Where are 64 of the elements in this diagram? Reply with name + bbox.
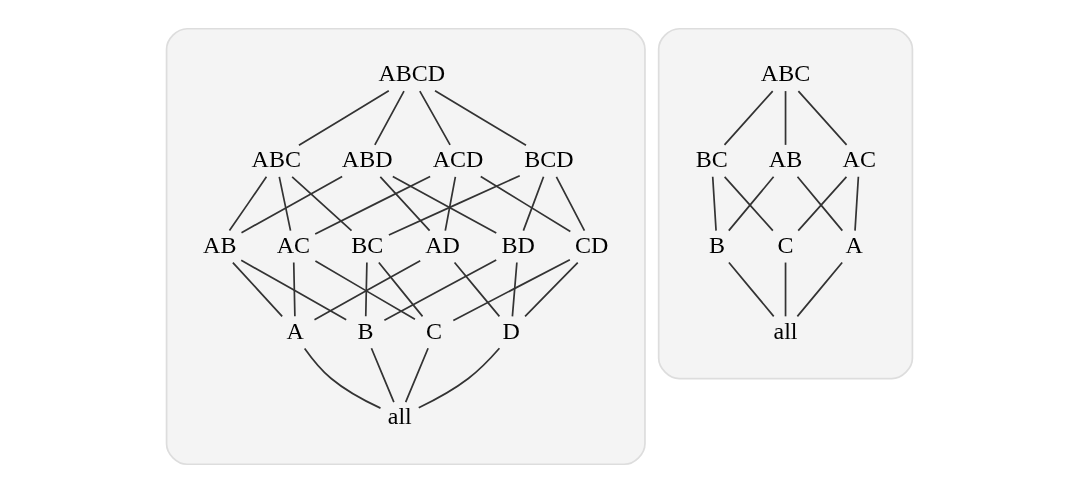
node-text: AD — [424, 231, 460, 258]
node-text: BCD — [523, 146, 574, 173]
node-text: AB — [202, 231, 236, 258]
connector — [290, 175, 352, 232]
node-text: A — [844, 231, 863, 258]
connector — [723, 90, 774, 146]
node-text: B — [356, 317, 373, 344]
connector — [511, 261, 518, 318]
connector — [479, 175, 571, 233]
connector — [377, 261, 423, 318]
connector — [231, 261, 283, 318]
connector — [784, 261, 786, 318]
connector — [391, 175, 497, 234]
connector — [373, 90, 405, 146]
node-text: D — [502, 317, 520, 344]
connector — [453, 261, 500, 318]
connector — [727, 261, 775, 318]
connector — [555, 175, 585, 232]
connector — [292, 261, 296, 318]
connector — [303, 347, 381, 409]
cluster — [657, 27, 913, 380]
connector — [418, 90, 451, 146]
node-text: C — [425, 317, 442, 344]
node-text: B — [708, 231, 725, 258]
connector — [228, 175, 267, 232]
connector — [711, 175, 717, 232]
connector — [853, 175, 859, 232]
connector — [370, 347, 395, 403]
node-text: AC — [276, 231, 310, 258]
node-text: BC — [695, 146, 728, 173]
connector — [433, 89, 527, 147]
node-text: ABD — [341, 146, 393, 173]
connector — [387, 174, 521, 236]
connector — [797, 90, 847, 146]
node-text: all — [773, 317, 798, 344]
node-text: ABC — [760, 60, 810, 87]
node-text: A — [286, 317, 304, 344]
node-text: CD — [574, 231, 608, 258]
connector — [297, 89, 390, 147]
node-text: all — [387, 403, 412, 430]
node-text: ABC — [251, 146, 301, 173]
node-text: BC — [350, 231, 383, 258]
connector — [240, 175, 343, 234]
node-text: ACD — [432, 146, 483, 173]
node-text: BD — [500, 231, 535, 258]
connector — [378, 175, 430, 232]
node-text: AC — [842, 146, 876, 173]
node-text: C — [777, 231, 794, 258]
connector — [522, 175, 544, 232]
connector — [796, 261, 843, 318]
connector — [364, 261, 368, 318]
connector — [443, 175, 456, 232]
connector — [784, 90, 786, 146]
connector — [417, 347, 500, 409]
connector — [404, 347, 429, 403]
connector — [451, 258, 571, 322]
connector — [383, 259, 497, 322]
connector — [277, 175, 291, 232]
cluster — [165, 27, 646, 466]
connector — [313, 175, 431, 235]
node-text: ABCD — [377, 60, 445, 87]
connector — [239, 259, 347, 321]
node-text: AB — [768, 146, 802, 173]
connector — [523, 261, 579, 318]
